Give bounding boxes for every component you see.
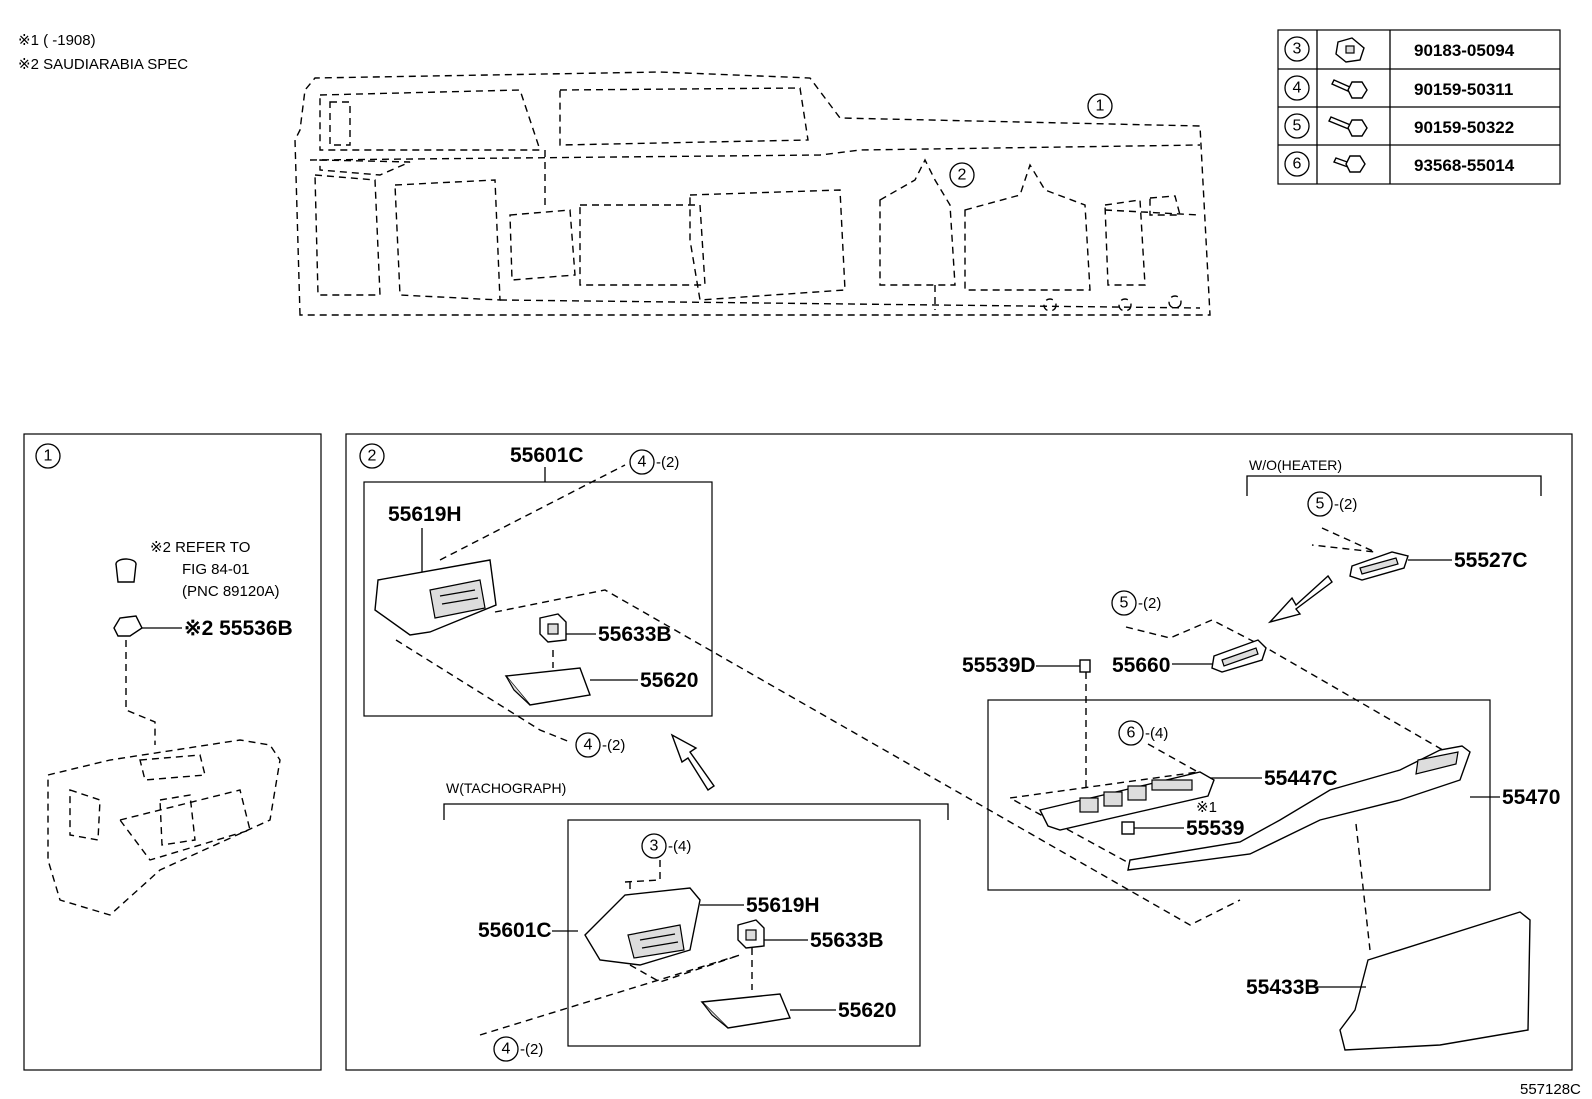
- lid-55620-bot-icon: [700, 993, 791, 1029]
- direction-arrow-up-icon: [670, 733, 715, 791]
- bracket-55619h-bot-icon: [584, 887, 701, 966]
- screw-ref-number: 4: [502, 1041, 511, 1058]
- part-label-55620-bot: 55620: [838, 999, 896, 1022]
- panel-index-number: 1: [44, 448, 53, 465]
- screw-ref-number: 4: [584, 737, 593, 754]
- switch-55660-icon: [1211, 639, 1267, 673]
- refer-text-line3: (PNC 89120A): [182, 583, 280, 600]
- screw-ref-number: 5: [1120, 595, 1129, 612]
- table-ref: 6: [1293, 156, 1302, 173]
- standard-assembly-box: [363, 481, 713, 717]
- table-row: 5 90159-50322: [1284, 113, 1514, 139]
- panel-1-frame: [23, 433, 322, 1071]
- clip-ref-3: 3 -(4): [641, 833, 691, 859]
- panel-2-frame: [345, 433, 1573, 1071]
- panel-index-number: 2: [368, 448, 377, 465]
- table-part-no: 90159-50322: [1414, 118, 1514, 137]
- callout-2: 2: [949, 162, 975, 188]
- part-label-55601c-bot: 55601C: [478, 919, 552, 942]
- connector-55539d-icon: [1079, 659, 1091, 673]
- table-ref: 5: [1293, 118, 1302, 135]
- heater-header: W/O(HEATER): [1249, 457, 1342, 473]
- screw-ref-4-mid: 4 -(2): [575, 732, 625, 758]
- clip-55633b-bot-icon: [737, 919, 765, 949]
- part-label-55660: 55660: [1112, 654, 1170, 677]
- table-row: 4 90159-50311: [1284, 75, 1513, 101]
- screw-qty: -(2): [1138, 595, 1161, 612]
- screw-ref-number: 5: [1316, 496, 1325, 513]
- screw-icon: [1331, 79, 1368, 99]
- part-label-55619h-top: 55619H: [388, 503, 462, 526]
- refer-text-line2: FIG 84-01: [182, 561, 250, 578]
- screw-qty: -(2): [520, 1041, 543, 1058]
- screw-ref-number: 4: [638, 454, 647, 471]
- note-mark: ※1: [1196, 799, 1217, 816]
- bracket-part-icon: [113, 615, 143, 637]
- lid-55620-top-icon: [504, 667, 591, 706]
- dashboard-overview: [294, 71, 1211, 316]
- tachograph-assembly-box: [567, 819, 921, 1047]
- screw-qty: -(2): [602, 737, 625, 754]
- tachograph-header: W(TACHOGRAPH): [446, 780, 566, 796]
- clip-ref-number: 3: [650, 838, 659, 855]
- screw-ref-5-a: 5 -(2): [1307, 491, 1357, 517]
- screw-ref-6: 6 -(4): [1118, 720, 1168, 746]
- panel-2-index: 2: [359, 443, 385, 469]
- table-ref: 4: [1293, 80, 1302, 97]
- part-label-55633b-top: 55633B: [598, 623, 672, 646]
- cover-55433b-icon: [1339, 911, 1531, 1051]
- refer-text-line1: ※2 REFER TO: [150, 539, 250, 556]
- table-row: 3 90183-05094: [1284, 36, 1515, 63]
- clip-nut-icon: [1335, 37, 1365, 63]
- table-part-no: 90183-05094: [1414, 41, 1515, 60]
- screw-icon: [1328, 116, 1368, 137]
- heater-bracket: [1246, 475, 1542, 496]
- tachograph-bracket: [443, 803, 949, 820]
- part-label-55539d: 55539D: [962, 654, 1036, 677]
- table-part-no: 93568-55014: [1414, 156, 1515, 175]
- cluster-assembly-box: [987, 699, 1491, 891]
- screw-qty: -(2): [656, 454, 679, 471]
- table-row: 6 93568-55014: [1284, 151, 1515, 177]
- screw-ref-number: 6: [1127, 725, 1136, 742]
- callout-1: 1: [1087, 93, 1113, 119]
- connector-55539-icon: [1121, 821, 1135, 835]
- part-label-55539: 55539: [1186, 817, 1244, 840]
- part-label-55633b-bot: 55633B: [810, 929, 884, 952]
- table-ref: 3: [1293, 41, 1302, 58]
- panel-55447c-icon: [1038, 771, 1215, 831]
- direction-arrow-down-icon: [1267, 574, 1333, 624]
- bracket-55619h-top-icon: [374, 559, 497, 636]
- screw-ref-5-b: 5 -(2): [1111, 590, 1161, 616]
- callout-number: 1: [1096, 98, 1105, 115]
- clip-qty: -(4): [668, 838, 691, 855]
- note-2: ※2 SAUDIARABIA SPEC: [18, 56, 188, 73]
- part-label-55527c: 55527C: [1454, 549, 1528, 572]
- note-1: ※1 ( -1908): [18, 32, 96, 49]
- cluster-55470-icon: [1127, 745, 1471, 871]
- part-label-55601c-top: 55601C: [510, 444, 584, 467]
- part-label-55536b: ※2 55536B: [184, 617, 293, 640]
- callout-number: 2: [958, 167, 967, 184]
- bolt-icon: [1333, 155, 1366, 173]
- clip-55633b-top-icon: [539, 613, 567, 643]
- screw-qty: -(4): [1145, 725, 1168, 742]
- screw-ref-4-top: 4 -(2): [629, 449, 679, 475]
- cap-part-icon: [115, 558, 137, 583]
- part-label-55470: 55470: [1502, 786, 1560, 809]
- screw-qty: -(2): [1334, 496, 1357, 513]
- panel-1-index: 1: [35, 443, 61, 469]
- part-label-55433b: 55433B: [1246, 976, 1320, 999]
- fastener-table: 3 90183-05094 4 90159-50311 5 90159-5032: [1277, 29, 1561, 185]
- table-part-no: 90159-50311: [1414, 80, 1513, 99]
- vent-55527c-icon: [1349, 551, 1409, 581]
- part-label-55447c: 55447C: [1264, 767, 1338, 790]
- part-label-55619h-bot: 55619H: [746, 894, 820, 917]
- part-label-55620-top: 55620: [640, 669, 698, 692]
- figure-code: 557128C: [1520, 1081, 1581, 1098]
- dashboard-detail-view: [47, 739, 281, 916]
- screw-ref-4-bot: 4 -(2): [493, 1036, 543, 1062]
